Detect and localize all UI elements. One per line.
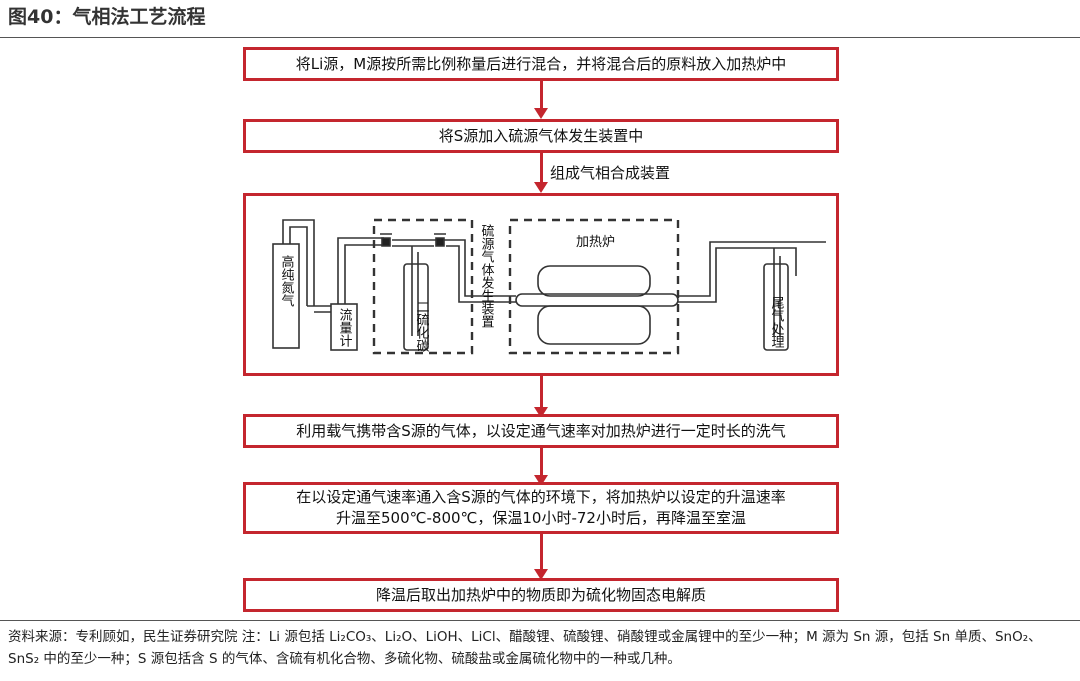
- pipe-to-furnace: [444, 239, 516, 303]
- step-box-2: 将S源加入硫源气体发生装置中: [243, 119, 839, 153]
- step-2-text: 将S源加入硫源气体发生装置中: [438, 126, 644, 145]
- apparatus-diagram: 高纯氮气 流量计 二硫化碳 硫源气体发生装置 加热炉 尾气处理: [272, 218, 826, 355]
- flowmeter-shape: [330, 303, 358, 351]
- arrow-3-line: [540, 376, 543, 408]
- cs2-bottle-shape: [403, 263, 429, 351]
- arrow-4-line: [540, 448, 543, 476]
- assemble-label: 组成气相合成装置: [550, 164, 671, 182]
- step-5-text: 降温后取出加热炉中的物质即为硫化物固态电解质: [375, 585, 706, 604]
- step-box-5: 降温后取出加热炉中的物质即为硫化物固态电解质: [243, 578, 839, 612]
- furnace-dashed: [508, 218, 680, 355]
- gas-cylinder-shape: [272, 243, 300, 349]
- arrow-1-line: [540, 81, 543, 109]
- arrow-4-head: [534, 475, 548, 486]
- arrow-2-line: [540, 153, 543, 183]
- exhaust-label: 尾气处理: [769, 296, 785, 348]
- cs2-dip-tube: [411, 246, 419, 336]
- furnace-body-bottom: [537, 305, 651, 345]
- cs2-bottle-label: 二硫化碳: [414, 300, 430, 352]
- pipe-flow-to-valve: [337, 237, 384, 304]
- step-4-text: 在以设定通气速率通入含S源的气体的环境下，将加热炉以设定的升温速率 升温至500…: [296, 488, 786, 527]
- gas-cylinder-label: 高纯氮气: [279, 254, 295, 307]
- exhaust-dip-tube: [773, 248, 781, 336]
- apparatus-box: 高纯氮气 流量计 二硫化碳 硫源气体发生装置 加热炉 尾气处理: [243, 193, 839, 376]
- arrow-3-head: [534, 407, 548, 418]
- furnace-body-top: [537, 265, 651, 297]
- arrow-1-head: [534, 108, 548, 119]
- sulfur-generator-label: 硫源气体发生装置: [479, 224, 495, 328]
- valve-2-shape: [434, 233, 446, 247]
- figure-title: 图40：气相法工艺流程: [8, 6, 206, 28]
- sulfur-generator-dashed: [372, 218, 474, 355]
- arrow-5-head: [534, 569, 548, 580]
- step-1-text: 将Li源，M源按所需比例称量后进行混合，并将混合后的原料放入加热炉中: [295, 54, 787, 73]
- pipe-flow-connect: [307, 305, 331, 313]
- source-note: 资料来源：专利顾如，民生证券研究院 注：Li 源包括 Li₂CO₃、Li₂O、L…: [8, 629, 1042, 667]
- furnace-label: 加热炉: [576, 235, 615, 250]
- pipe-cylinder-flowmeter: [282, 219, 315, 306]
- furnace-tube: [515, 293, 679, 307]
- arrow-5-line: [540, 534, 543, 570]
- exhaust-bottle-shape: [763, 263, 789, 351]
- top-rule: [0, 37, 1080, 38]
- step-3-text: 利用载气携带含S源的气体，以设定通气速率对加热炉进行一定时长的洗气: [296, 421, 786, 440]
- arrow-2-head: [534, 182, 548, 193]
- pipe-between-valves: [392, 239, 436, 247]
- step-box-4: 在以设定通气速率通入含S源的气体的环境下，将加热炉以设定的升温速率 升温至500…: [243, 482, 839, 534]
- valve-1-shape: [380, 233, 392, 247]
- step-box-3: 利用载气携带含S源的气体，以设定通气速率对加热炉进行一定时长的洗气: [243, 414, 839, 448]
- flowmeter-label: 流量计: [337, 308, 353, 347]
- step-box-1: 将Li源，M源按所需比例称量后进行混合，并将混合后的原料放入加热炉中: [243, 47, 839, 81]
- bottom-rule: [0, 620, 1080, 621]
- pipe-to-exhaust: [678, 241, 826, 303]
